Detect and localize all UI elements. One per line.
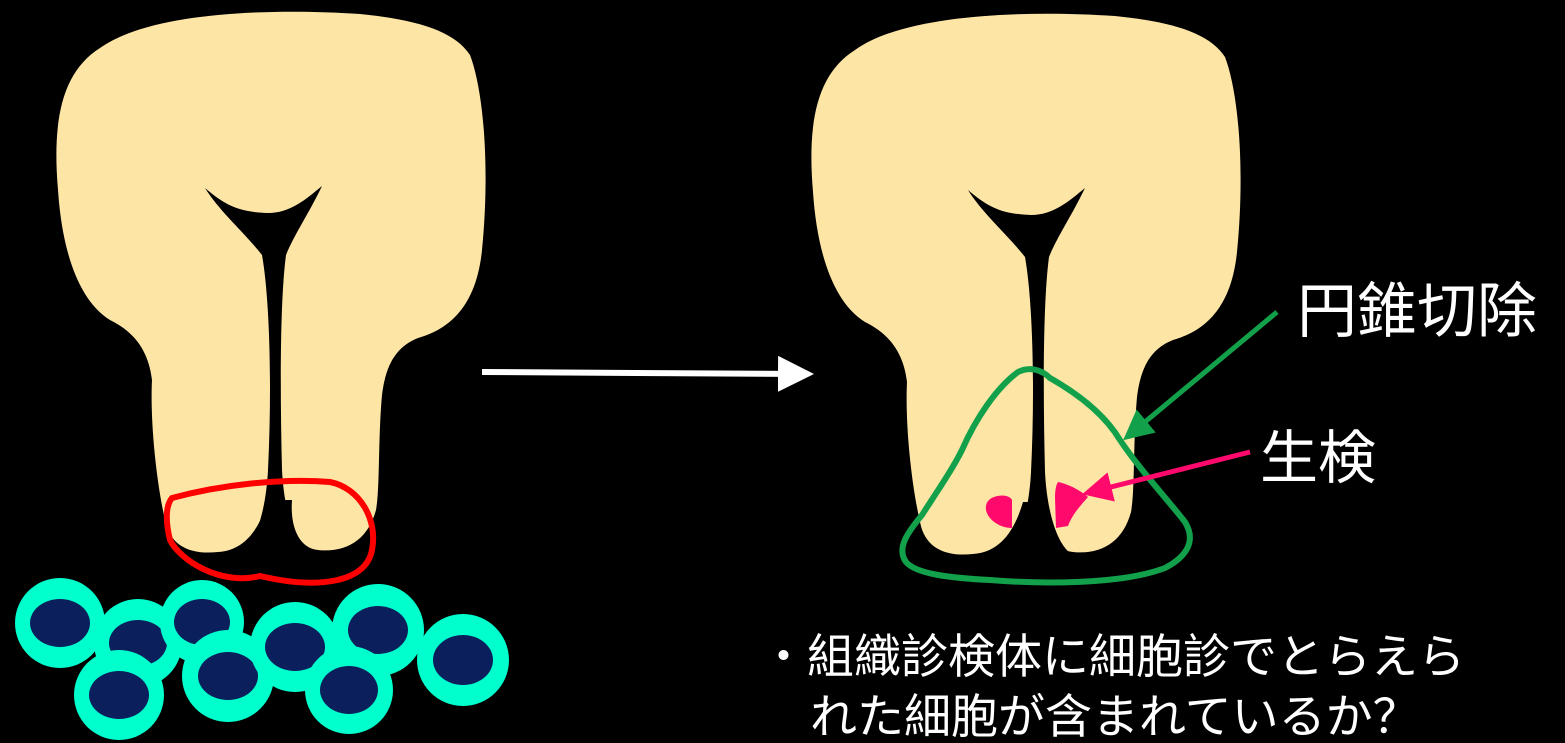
cell (74, 650, 164, 740)
arrow-right-icon (482, 372, 808, 374)
question-line-1: ・組織診検体に細胞診でとらえら (760, 630, 1465, 685)
cell (15, 578, 105, 668)
right-cervix (811, 14, 1240, 583)
right-cervix-tissue (811, 14, 1240, 555)
question-line-2: れた細胞が含まれているか？ (810, 690, 1420, 743)
biopsy-label: 生検 (1260, 424, 1376, 492)
cell (417, 614, 509, 706)
cell (305, 646, 393, 734)
left-cervix (56, 12, 485, 583)
exfoliated-cells (15, 578, 509, 740)
conization-label: 円錐切除 (1297, 277, 1537, 347)
